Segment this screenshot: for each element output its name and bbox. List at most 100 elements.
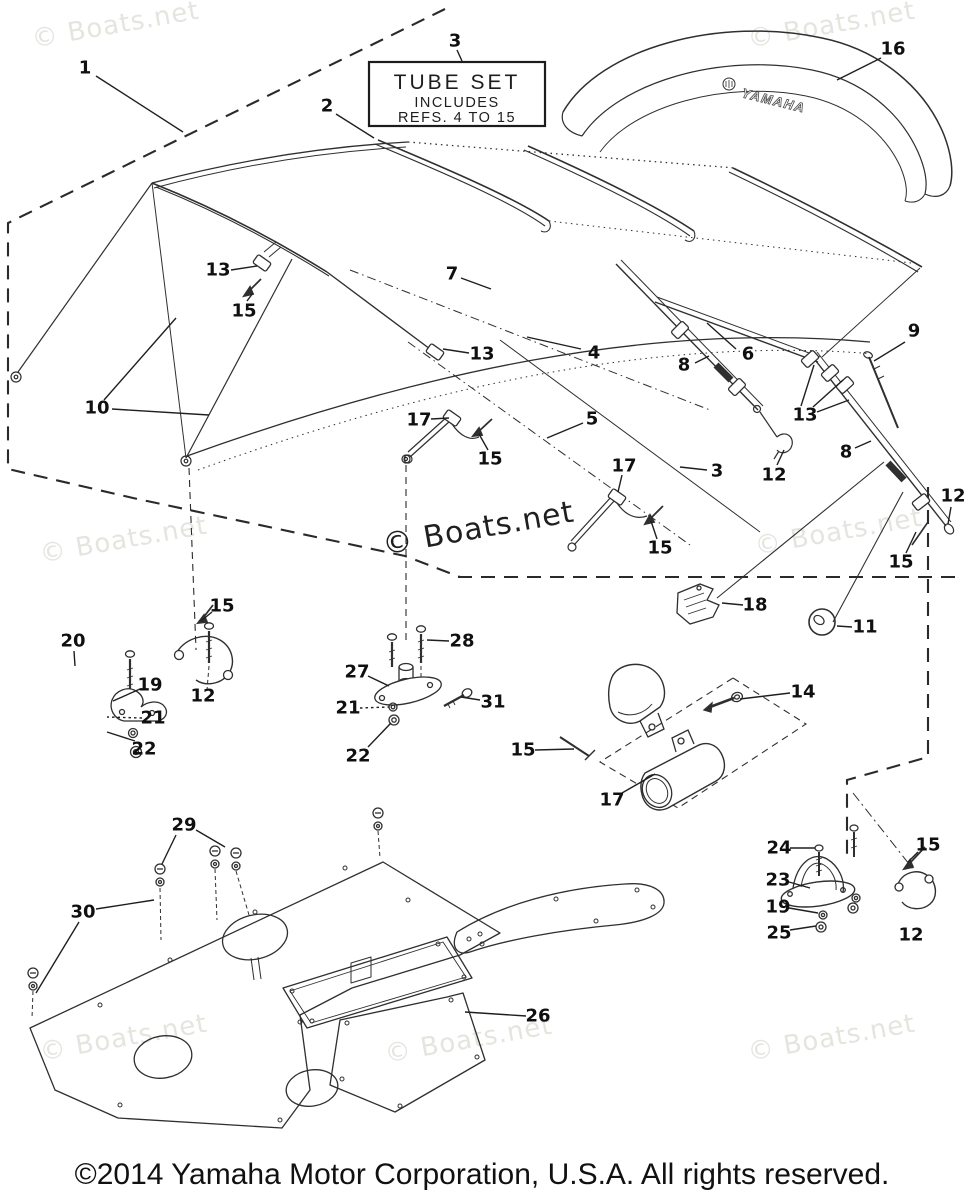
part-callout-15: 15 xyxy=(647,538,672,559)
boot-cover xyxy=(561,30,953,203)
watermark-text: © Boats.net xyxy=(380,495,577,563)
leader-line xyxy=(621,773,656,794)
watermark-text: © Boats.net xyxy=(29,0,201,55)
tube-clamps xyxy=(252,254,931,511)
leader-line xyxy=(947,506,952,525)
leader-line xyxy=(739,692,791,700)
leader-line xyxy=(873,341,906,362)
part-callout-15: 15 xyxy=(888,552,913,573)
part-callout-18: 18 xyxy=(742,595,767,616)
part-callout-25: 25 xyxy=(766,923,791,944)
leader-line xyxy=(812,379,844,408)
leader-line xyxy=(35,921,80,994)
leader-line xyxy=(456,49,463,62)
leader-line xyxy=(95,899,155,910)
part-callout-15: 15 xyxy=(209,596,234,617)
part-callout-3: 3 xyxy=(711,461,724,482)
part-callout-10: 10 xyxy=(84,398,109,419)
part-callout-15: 15 xyxy=(231,301,256,322)
leader-line xyxy=(200,611,213,622)
leader-line xyxy=(367,722,392,748)
watermark-text: © Boats.net xyxy=(745,1009,917,1068)
part-callout-19: 19 xyxy=(765,897,790,918)
part-callout-13: 13 xyxy=(469,344,494,365)
hardware-center xyxy=(374,625,473,726)
leader-line xyxy=(526,336,582,350)
canopy-bows xyxy=(151,139,923,277)
tube-grips xyxy=(713,362,907,483)
leader-line xyxy=(776,449,785,466)
leader-line xyxy=(460,696,481,701)
hardware-midright xyxy=(598,663,808,811)
yamaha-logo-text: YAMAHA xyxy=(740,85,807,115)
part-callout-28: 28 xyxy=(449,631,474,652)
leader-line xyxy=(800,364,815,407)
leader-line xyxy=(534,748,575,751)
part-callout-5: 5 xyxy=(586,409,599,430)
part-callout-4: 4 xyxy=(588,343,601,364)
leader-line xyxy=(161,834,177,865)
part-callout-7: 7 xyxy=(446,264,459,285)
part-callout-8: 8 xyxy=(840,442,853,463)
part-callout-15: 15 xyxy=(915,835,940,856)
leader-line xyxy=(335,113,375,139)
part-callout-20: 20 xyxy=(60,631,85,652)
leader-line xyxy=(788,881,811,889)
part-callout-12: 12 xyxy=(940,486,964,507)
tarp-boundary-outline xyxy=(6,8,964,862)
leader-line xyxy=(460,277,492,290)
leader-line xyxy=(816,399,850,413)
leader-line xyxy=(246,292,254,302)
part-callout-12: 12 xyxy=(190,686,215,707)
leader-line xyxy=(73,650,76,667)
leader-line xyxy=(694,355,710,364)
part-callout-27: 27 xyxy=(344,662,369,683)
leader-line xyxy=(836,57,882,81)
panel-screw-holes xyxy=(97,865,656,1123)
leader-line xyxy=(430,417,450,420)
part-callout-16: 16 xyxy=(880,39,905,60)
leader-line xyxy=(112,688,141,702)
note-box-line1: TUBE SET xyxy=(394,71,521,94)
part-callout-1: 1 xyxy=(79,58,92,79)
part-callout-15: 15 xyxy=(477,449,502,470)
watermark-text: © Boats.net xyxy=(37,1009,209,1068)
note-box-line2: INCLUDES xyxy=(414,95,499,111)
part-callout-17: 17 xyxy=(406,410,431,431)
leader-line xyxy=(230,265,258,271)
part-callout-23: 23 xyxy=(765,870,790,891)
leader-line xyxy=(95,75,184,133)
tube-fittings xyxy=(403,351,955,623)
part-callout-15: 15 xyxy=(510,740,535,761)
leader-line xyxy=(106,731,136,742)
panel-bolts xyxy=(27,807,384,1019)
leader-line xyxy=(464,1011,527,1017)
grommet xyxy=(808,608,836,636)
leader-line xyxy=(359,706,390,709)
side-canvas-ropes xyxy=(10,182,411,467)
deck-panels xyxy=(29,861,665,1129)
part-callout-22: 22 xyxy=(345,746,370,767)
leader-line xyxy=(426,639,450,642)
part-callout-26: 26 xyxy=(525,1006,550,1027)
leader-line xyxy=(907,851,919,863)
hardware-bottomright xyxy=(780,792,937,933)
part-callout-11: 11 xyxy=(852,617,877,638)
part-callout-12: 12 xyxy=(761,465,786,486)
part-callout-6: 6 xyxy=(742,344,755,365)
leader-line xyxy=(617,474,623,493)
part-callout-22: 22 xyxy=(131,739,156,760)
part-callout-19: 19 xyxy=(137,675,162,696)
leader-line xyxy=(650,520,658,540)
part-callout-17: 17 xyxy=(599,790,624,811)
watermark-text: © Boats.net xyxy=(37,511,209,570)
deck-hook xyxy=(676,583,720,625)
part-callout-8: 8 xyxy=(678,355,691,376)
tube-set-note-box: TUBE SET INCLUDES REFS. 4 TO 15 xyxy=(367,60,547,128)
attachment-drop-lines xyxy=(188,465,407,651)
leader-line xyxy=(679,466,708,471)
leader-line xyxy=(905,531,917,554)
